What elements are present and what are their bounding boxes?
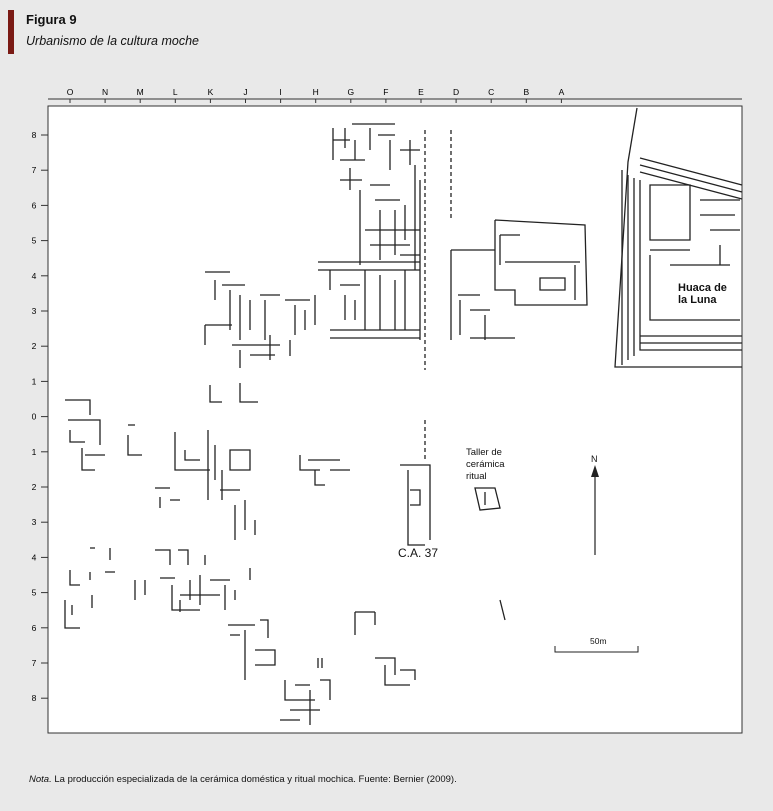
column-label: F	[383, 87, 388, 97]
workshop-label-line3: ritual	[466, 471, 487, 482]
column-label: L	[173, 87, 178, 97]
row-label: 1	[32, 447, 37, 457]
row-label: 1	[32, 376, 37, 386]
walls	[64, 107, 743, 725]
column-label: I	[279, 87, 281, 97]
column-label: C	[488, 87, 494, 97]
workshop-label-line1: Taller de	[466, 447, 502, 458]
row-label: 6	[32, 200, 37, 210]
column-label: N	[102, 87, 108, 97]
workshop-label-line2: cerámica	[466, 459, 505, 470]
row-label: 3	[32, 306, 37, 316]
row-label: 8	[32, 693, 37, 703]
row-label: 2	[32, 341, 37, 351]
row-label: 2	[32, 482, 37, 492]
row-label: 6	[32, 623, 37, 633]
column-label: A	[559, 87, 565, 97]
row-label: 5	[32, 236, 37, 246]
huaca-label-line1: Huaca de	[678, 282, 727, 294]
scale-bar: 50m	[554, 636, 639, 653]
column-label: H	[313, 87, 319, 97]
compound-label: C.A. 37	[398, 546, 438, 560]
figure-note: Nota. La producción especializada de la …	[29, 774, 457, 785]
row-label: 0	[32, 412, 37, 422]
figure-title: Urbanismo de la cultura moche	[26, 34, 199, 48]
column-label: G	[347, 87, 354, 97]
svg-text:50m: 50m	[590, 636, 607, 646]
north-arrow-icon: N	[591, 454, 599, 555]
row-label: 7	[32, 165, 37, 175]
column-label: D	[453, 87, 459, 97]
column-label: E	[418, 87, 424, 97]
row-labels: 8 7 6 5 4 3 2 1 0 1 2 3 4 5 6 7 8	[32, 130, 48, 703]
row-label: 8	[32, 130, 37, 140]
figure-number: Figura 9	[26, 12, 77, 27]
svg-text:N: N	[591, 454, 598, 464]
urban-map: O N M L K J I H G F E D C B A 8 7 6 5 4 3 2 1 0 1 2 3 4 5 6 7 8	[32, 87, 743, 734]
column-label: B	[523, 87, 529, 97]
column-label: O	[67, 87, 74, 97]
column-label: M	[137, 87, 144, 97]
accent-bar	[8, 10, 14, 54]
column-label: K	[208, 87, 214, 97]
column-label: J	[243, 87, 247, 97]
row-label: 7	[32, 658, 37, 668]
row-label: 4	[32, 271, 37, 281]
row-label: 4	[32, 552, 37, 562]
row-label: 3	[32, 517, 37, 527]
row-label: 5	[32, 588, 37, 598]
huaca-label-line2: la Luna	[678, 294, 717, 306]
